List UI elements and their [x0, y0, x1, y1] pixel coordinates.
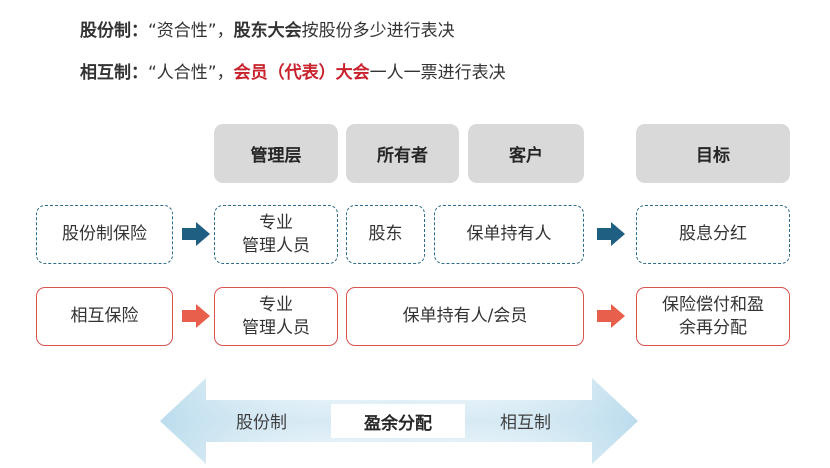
- policyholder-member-box: 保单持有人/会员: [346, 287, 584, 346]
- header-customer: 客户: [468, 124, 584, 183]
- arrow-right-icon: [182, 222, 210, 246]
- surplus-distribution-box: 保险偿付和盈 余再分配: [636, 287, 790, 346]
- header-goal: 目标: [636, 124, 790, 183]
- stock-system-label: 股份制：: [80, 21, 148, 41]
- spectrum-left-label: 股份制: [236, 413, 287, 433]
- dividend-box: 股息分红: [636, 205, 790, 264]
- mutual-system-statement: 相互制：“人合性”，会员（代表）大会一人一票进行表决: [80, 58, 506, 83]
- stock-system-quote: “资合性”，: [148, 21, 234, 41]
- mutual-management-box: 专业 管理人员: [214, 287, 338, 346]
- arrow-right-icon: [597, 304, 625, 328]
- mutual-system-rest: 一人一票进行表决: [369, 63, 506, 83]
- mutual-system-quote: “人合性”，: [148, 63, 234, 83]
- members-meeting: 会员（代表）大会: [233, 63, 370, 83]
- stock-system-statement: 股份制：“资合性”，股东大会按股份多少进行表决: [80, 16, 455, 41]
- header-management: 管理层: [214, 124, 338, 183]
- mutual-insurance-box: 相互保险: [36, 287, 173, 346]
- mutual-system-label: 相互制：: [80, 63, 148, 83]
- mutual-management-line1: 专业: [259, 294, 293, 315]
- surplus-distribution-line1: 保险偿付和盈: [662, 294, 764, 315]
- stock-management-line2: 管理人员: [242, 235, 310, 256]
- mutual-management-line2: 管理人员: [242, 317, 310, 338]
- stock-system-rest: 按股份多少进行表决: [301, 21, 455, 41]
- surplus-distribution-line2: 余再分配: [679, 317, 747, 338]
- spectrum-center-label: 盈余分配: [331, 404, 465, 438]
- policyholder-box: 保单持有人: [434, 205, 584, 264]
- arrow-right-icon: [597, 222, 625, 246]
- shareholders-meeting: 股东大会: [233, 21, 302, 41]
- stock-management-line1: 专业: [259, 212, 293, 233]
- shareholder-box: 股东: [346, 205, 425, 264]
- spectrum-right-label: 相互制: [500, 413, 551, 433]
- arrow-right-icon: [182, 304, 210, 328]
- header-owner: 所有者: [346, 124, 459, 183]
- stock-insurance-box: 股份制保险: [36, 205, 173, 264]
- stock-management-box: 专业 管理人员: [214, 205, 338, 264]
